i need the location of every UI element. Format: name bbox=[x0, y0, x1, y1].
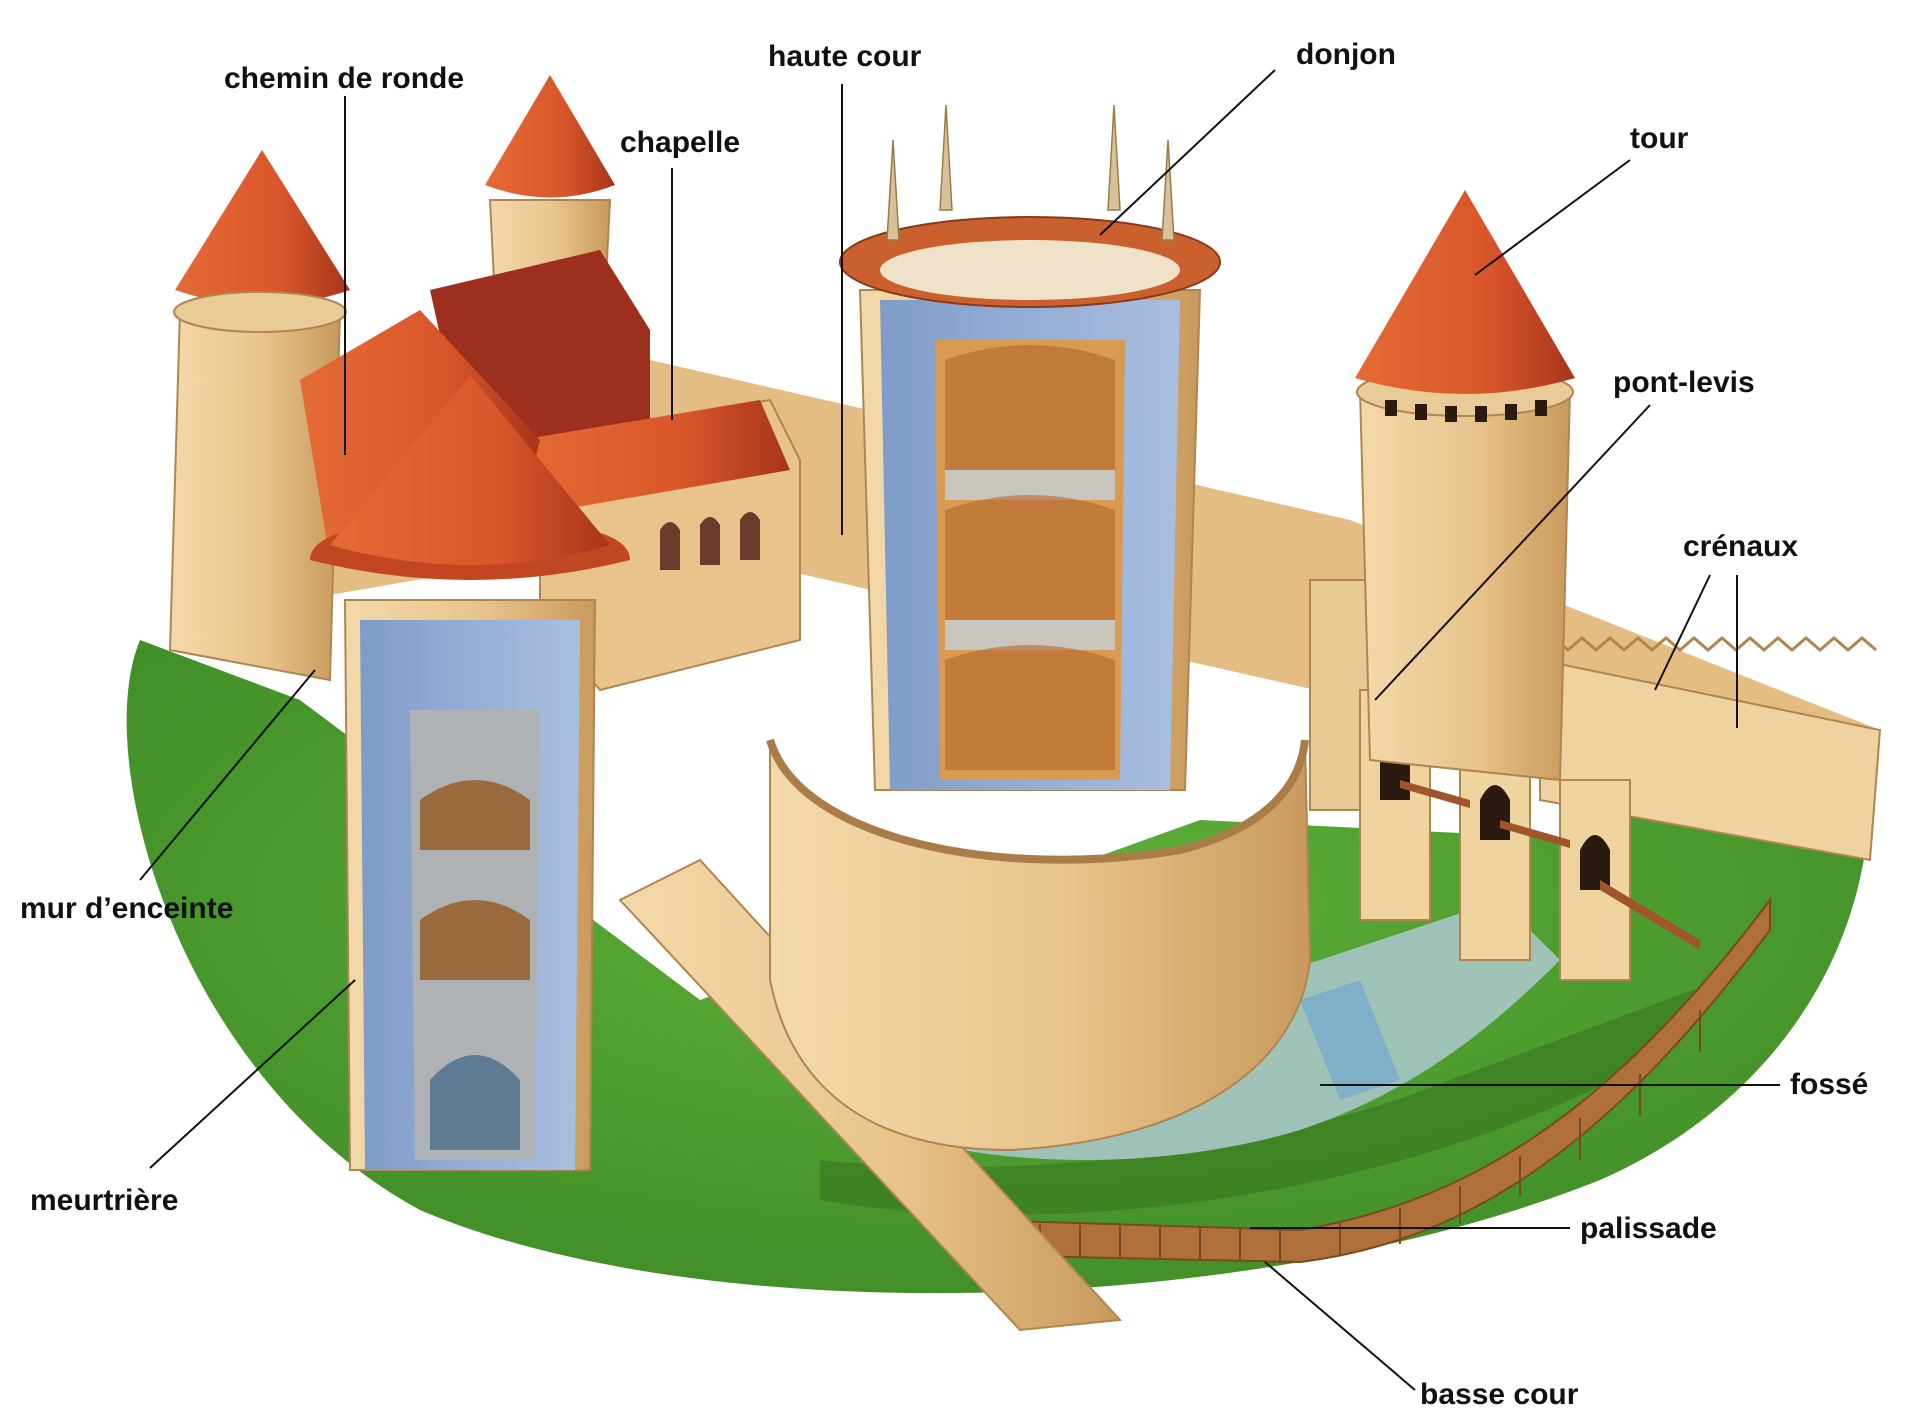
leader-basse-cour bbox=[1264, 1261, 1416, 1391]
leader-pont-levis bbox=[1374, 404, 1651, 701]
label-palissade: palissade bbox=[1580, 1212, 1717, 1245]
label-haute-cour: haute cour bbox=[768, 40, 922, 73]
leader-tour bbox=[1474, 159, 1631, 276]
inner-ring-wall bbox=[766, 738, 1312, 1152]
keep bbox=[839, 104, 1221, 791]
tower-back-left bbox=[168, 150, 350, 682]
label-meurtriere: meurtrière bbox=[30, 1184, 178, 1217]
label-creneaux: crénaux bbox=[1683, 530, 1798, 563]
leader-mur-enceinte bbox=[139, 669, 316, 881]
label-mur-enceinte: mur d’enceinte bbox=[20, 892, 233, 925]
label-pont-levis: pont-levis bbox=[1613, 366, 1755, 399]
tower-right bbox=[1355, 190, 1575, 782]
tower-front-cutaway bbox=[310, 375, 630, 1171]
leader-meurtriere bbox=[149, 979, 356, 1169]
leader-donjon bbox=[1099, 69, 1276, 236]
labels: chemin de ronde haute cour donjon chapel… bbox=[20, 38, 1868, 1411]
label-chapelle: chapelle bbox=[620, 126, 740, 159]
leader-lines bbox=[139, 69, 1780, 1391]
label-tour: tour bbox=[1630, 122, 1689, 155]
label-basse-cour: basse cour bbox=[1420, 1378, 1579, 1411]
leader-creneaux-a bbox=[1654, 574, 1711, 691]
label-donjon: donjon bbox=[1296, 38, 1396, 71]
label-chemin-de-ronde: chemin de ronde bbox=[224, 62, 464, 95]
label-fosse: fossé bbox=[1790, 1068, 1868, 1101]
